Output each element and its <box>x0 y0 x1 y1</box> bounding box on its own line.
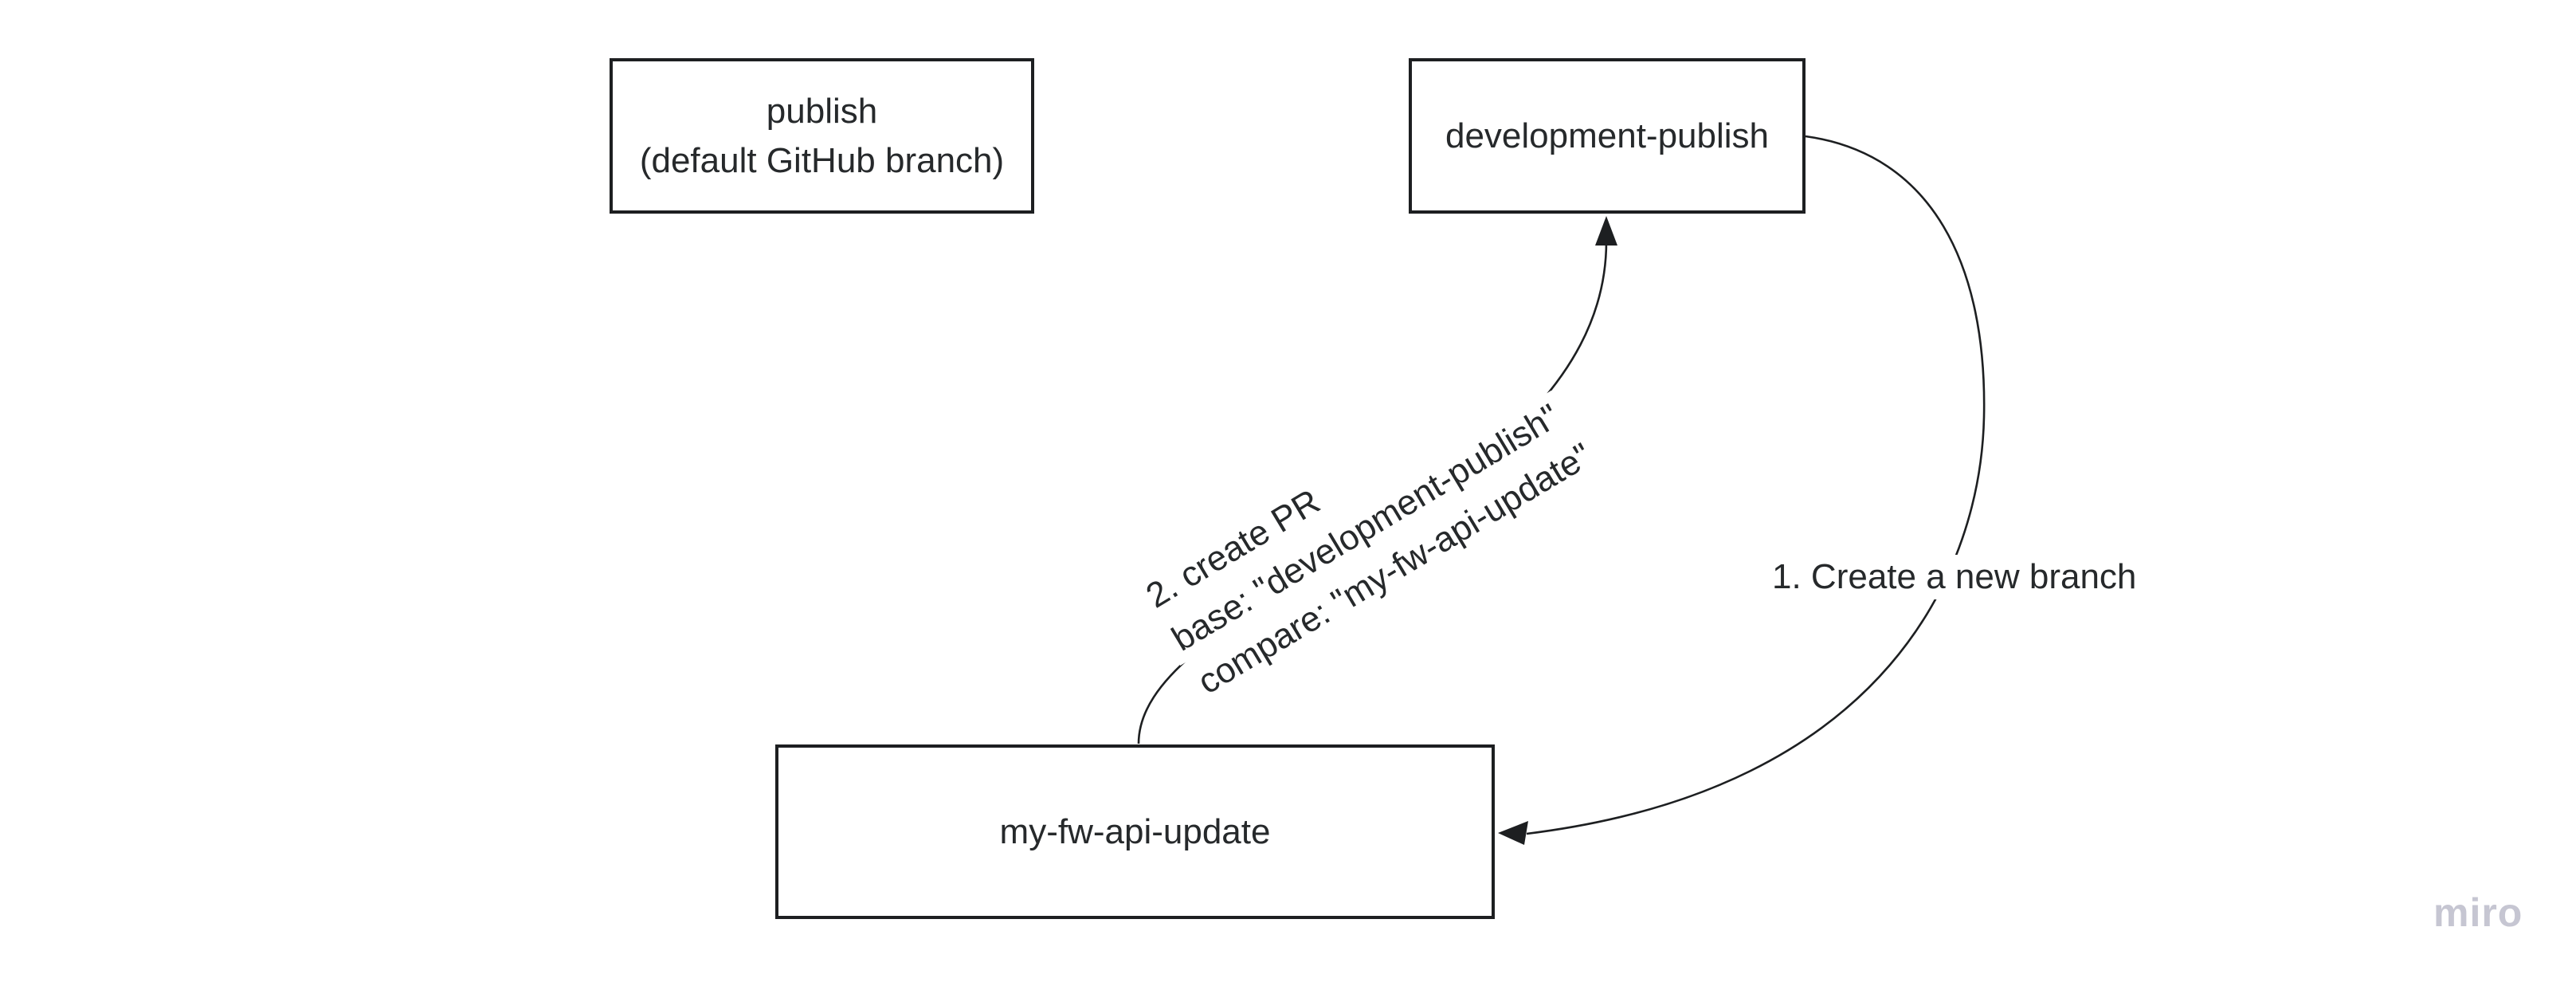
node-my-fw-api-update[interactable]: my-fw-api-update <box>775 744 1495 919</box>
node-development-publish[interactable]: development-publish <box>1409 58 1806 214</box>
node-label-publish: publish (default GitHub branch) <box>639 91 1005 180</box>
edge-label-create-branch[interactable]: 1. Create a new branch <box>1764 555 2145 599</box>
arrowhead-create-pr <box>1595 216 1617 246</box>
connector-create-branch[interactable] <box>1526 135 1986 835</box>
miro-watermark-logo: miro <box>2433 890 2523 935</box>
node-label-development-publish: development-publish <box>1445 116 1770 155</box>
node-label-my-fw-api-update: my-fw-api-update <box>999 811 1271 851</box>
arrowhead-create-branch <box>1498 821 1528 845</box>
node-publish-default-branch[interactable]: publish (default GitHub branch) <box>610 58 1034 214</box>
